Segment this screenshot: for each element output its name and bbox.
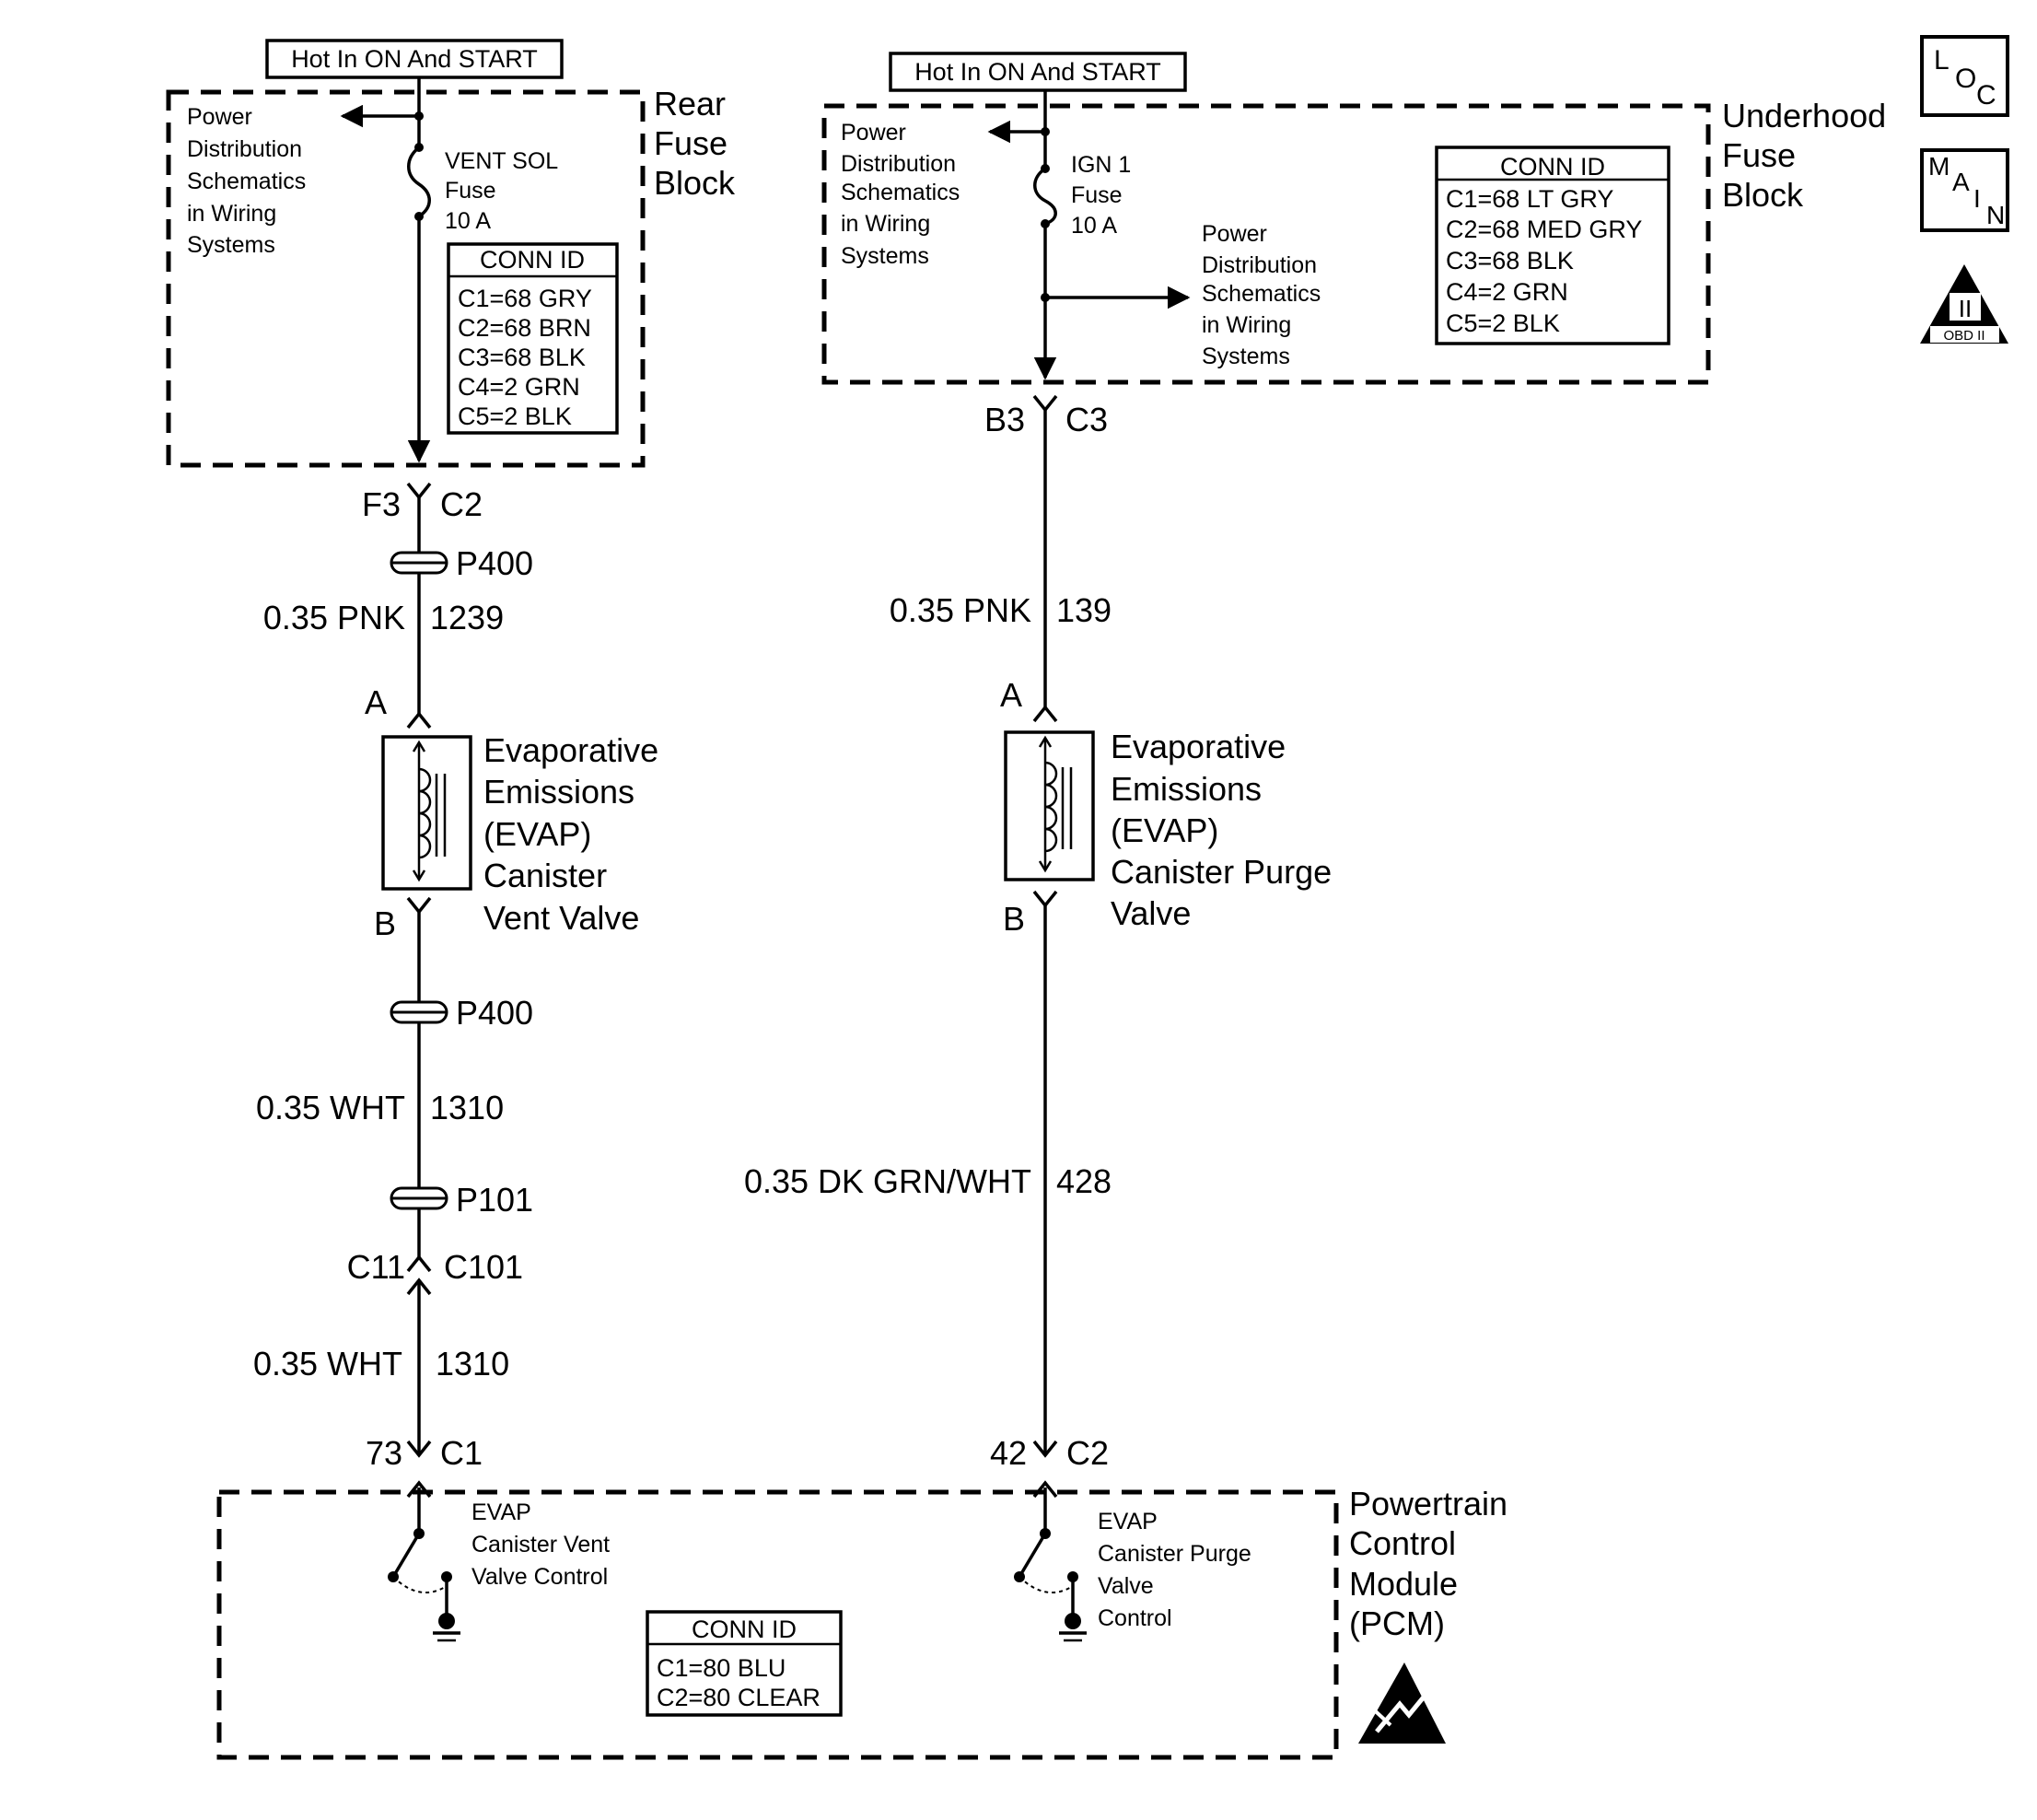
p400-label-top: P400 — [456, 544, 533, 582]
obd-ii-icon[interactable]: II OBD II — [1920, 264, 2008, 344]
rear-fuse-block-outline — [166, 89, 646, 468]
connector-chevron — [406, 482, 432, 500]
conn-pin-42: 42 — [990, 1434, 1027, 1472]
svg-text:C5=2 BLK: C5=2 BLK — [1446, 309, 1560, 337]
ground-icon — [438, 1613, 455, 1629]
power-dist-note-underhood-right: Power Distribution Schematics in Wiring … — [1202, 221, 1327, 369]
power-dist-note-underhood-left: Power Distribution Schematics in Wiring … — [841, 120, 966, 269]
p400-passthrough-bottom — [390, 1000, 448, 1024]
svg-text:L: L — [1934, 45, 1950, 76]
conn-pin-73: 73 — [366, 1434, 402, 1472]
esd-warning-icon — [1358, 1662, 1446, 1744]
conn-pin-f3: F3 — [362, 485, 401, 523]
svg-text:C1=68 LT GRY: C1=68 LT GRY — [1446, 185, 1613, 213]
conn-id-c101: C101 — [444, 1248, 523, 1286]
svg-text:OBD II: OBD II — [1943, 328, 1985, 344]
conn-pin-c11: C11 — [347, 1248, 405, 1286]
conn-id-c2-pcm: C2 — [1066, 1434, 1109, 1472]
svg-text:CONN ID: CONN ID — [1500, 153, 1605, 181]
fuse-symbol — [407, 146, 431, 218]
wire-circuit-428: 428 — [1056, 1162, 1112, 1200]
pin-b-left: B — [374, 904, 396, 942]
wire-circuit-1310-upper: 1310 — [430, 1089, 504, 1126]
svg-text:A: A — [1952, 168, 1970, 196]
svg-text:O: O — [1955, 64, 1976, 94]
svg-text:C2=80 CLEAR: C2=80 CLEAR — [657, 1684, 821, 1711]
svg-text:CONN ID: CONN ID — [692, 1616, 797, 1643]
p101-label: P101 — [456, 1181, 533, 1219]
svg-text:C4=2 GRN: C4=2 GRN — [1446, 278, 1568, 306]
svg-text:C2=68 MED GRY: C2=68 MED GRY — [1446, 216, 1642, 243]
pin-a-left: A — [365, 683, 387, 721]
svg-text:I: I — [1973, 184, 1981, 213]
svg-text:N: N — [1986, 201, 2005, 229]
conn-id-c3: C3 — [1065, 401, 1108, 438]
wire-gauge-1310-upper: 0.35 WHT — [256, 1089, 405, 1126]
pin-b-right: B — [1003, 900, 1025, 938]
pcm-module: Powertrain Control Module (PCM) EVAP Can… — [216, 1480, 1517, 1760]
svg-text:C3=68 BLK: C3=68 BLK — [1446, 247, 1574, 274]
main-icon[interactable]: M A I N — [1920, 148, 2009, 232]
wire-circuit-1239: 1239 — [430, 599, 504, 636]
vent-sol-fuse-label: VENT SOL Fuse 10 A — [445, 148, 564, 234]
svg-text:C1=80 BLU: C1=80 BLU — [657, 1654, 786, 1682]
svg-text:C3=68 BLK: C3=68 BLK — [458, 344, 586, 371]
power-dist-note-left: Power Distribution Schematics in Wiring … — [187, 104, 312, 258]
underhood-fuse-block-title: Underhood Fuse Block — [1722, 97, 1895, 214]
hot-in-label-box-right — [889, 52, 1187, 92]
svg-text:C4=2 GRN: C4=2 GRN — [458, 373, 580, 401]
wire-circuit-139: 139 — [1056, 591, 1112, 629]
svg-text:C: C — [1976, 80, 1996, 111]
hot-in-label-box-left — [265, 39, 564, 79]
underhood-fuse-block: Hot In ON And START Underhood Fuse Block… — [821, 52, 1895, 385]
svg-text:CONN ID: CONN ID — [480, 246, 585, 274]
conn-id-table-pcm: CONN ID C1=80 BLU C2=80 CLEAR — [646, 1610, 843, 1717]
svg-text:M: M — [1928, 152, 1950, 181]
conn-id-c2-top: C2 — [440, 485, 483, 523]
rear-fuse-block: Hot In ON And START Rear Fuse Block Powe… — [166, 39, 737, 468]
loc-icon[interactable]: L O C — [1920, 35, 2009, 117]
conn-id-table-underhood: CONN ID C1=68 LT GRY C2=68 MED GRY C3=68… — [1435, 146, 1670, 345]
purge-valve-circuit: B3 C3 0.35 PNK 139 A Evaporative Emissio… — [744, 394, 1341, 1472]
pin-a-right: A — [1000, 676, 1022, 714]
conn-id-table-rear: CONN ID C1=68 GRY C2=68 BRN C3=68 BLK C4… — [447, 242, 619, 435]
wire-circuit-1310-lower: 1310 — [436, 1345, 509, 1382]
purge-valve-control-switch — [1014, 1480, 1087, 1642]
evap-purge-valve-label: Evaporative Emissions (EVAP) Canister Pu… — [1111, 728, 1341, 932]
wire-gauge-1239: 0.35 PNK — [263, 599, 405, 636]
evap-vent-valve-solenoid — [381, 735, 472, 891]
evap-vent-valve-label: Evaporative Emissions (EVAP) Canister Ve… — [483, 731, 668, 937]
conn-pin-b3: B3 — [984, 401, 1025, 438]
p101-passthrough — [390, 1186, 448, 1210]
svg-text:C5=2 BLK: C5=2 BLK — [458, 402, 572, 430]
hot-in-label-left: Hot In ON And START — [291, 45, 538, 73]
svg-text:II: II — [1959, 295, 1972, 322]
vent-valve-circuit: F3 C2 P400 0.35 PNK 1239 A Evaporative E… — [253, 482, 668, 1472]
wire-gauge-428: 0.35 DK GRN/WHT — [744, 1162, 1031, 1200]
ground-icon — [1065, 1613, 1081, 1629]
svg-text:C1=68 GRY: C1=68 GRY — [458, 285, 592, 312]
wire-gauge-139: 0.35 PNK — [890, 591, 1031, 629]
vent-valve-control-switch — [388, 1480, 460, 1642]
p400-passthrough-top — [390, 551, 448, 575]
p400-label-bottom: P400 — [456, 994, 533, 1032]
svg-text:C2=68 BRN: C2=68 BRN — [458, 314, 591, 342]
pcm-title: Powertrain Control Module (PCM) — [1349, 1485, 1517, 1642]
conn-id-c1-pcm: C1 — [440, 1434, 483, 1472]
rear-fuse-block-title: Rear Fuse Block — [654, 85, 737, 202]
hot-in-label-right: Hot In ON And START — [914, 58, 1161, 86]
vent-valve-control-label: EVAP Canister Vent Valve Control — [471, 1499, 616, 1590]
fuse-symbol-ign1 — [1033, 167, 1057, 226]
wire-gauge-1310-lower: 0.35 WHT — [253, 1345, 402, 1382]
pcm-outline — [216, 1489, 1339, 1760]
ign1-fuse-label: IGN 1 Fuse 10 A — [1071, 152, 1137, 239]
evap-purge-valve-solenoid — [1004, 730, 1095, 881]
purge-valve-control-label: EVAP Canister Purge Valve Control — [1098, 1509, 1258, 1631]
